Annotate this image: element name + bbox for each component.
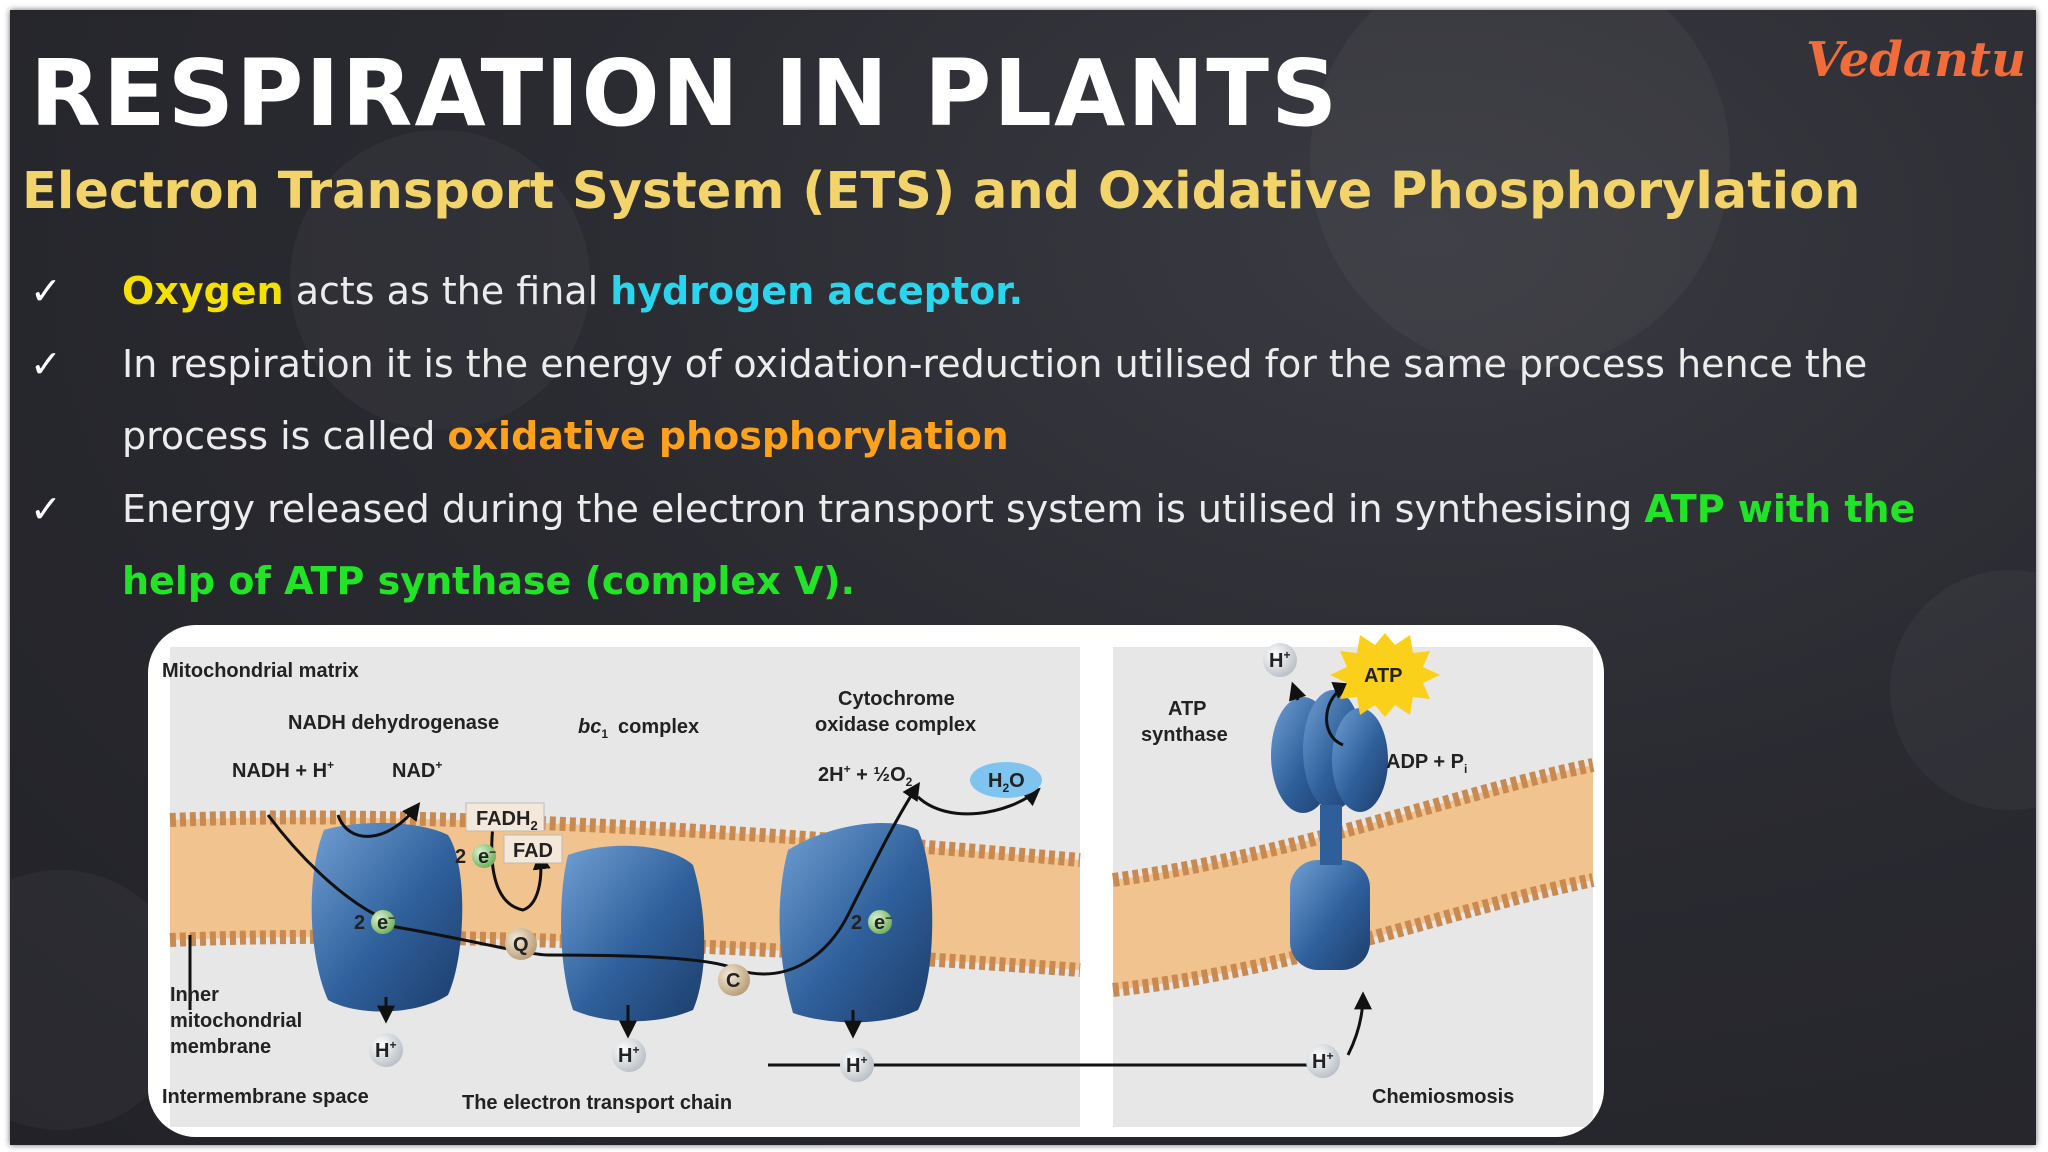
proton-out-arrow	[1289, 681, 1307, 702]
bullet-fragment: Energy released during the electron tran…	[122, 487, 1645, 531]
atp-arrow	[1325, 682, 1352, 747]
svg-text:H+: H+	[375, 1038, 396, 1062]
nadh-label: NADH + H+	[232, 758, 334, 782]
svg-text:H+: H+	[618, 1043, 639, 1067]
electron-label: e−	[377, 911, 395, 934]
atp-synthase-protein	[1271, 690, 1388, 970]
svg-text:H+: H+	[1269, 648, 1290, 672]
slide-title: RESPIRATION IN PLANTS	[30, 40, 1340, 147]
fadh2-box: FADH2	[465, 802, 545, 833]
adp-label: ADP + Pi	[1386, 751, 1467, 776]
proton-icon: H+	[1306, 1044, 1340, 1078]
bullet-keyword: oxidative phosphorylation	[447, 414, 1009, 458]
bullet-text: Oxygen acts as the final hydrogen accept…	[122, 255, 1982, 327]
check-icon: ✓	[30, 342, 62, 386]
nad-label: NAD+	[392, 758, 442, 782]
ets-caption: The electron transport chain	[462, 1092, 732, 1114]
electron-count: 2	[851, 912, 862, 934]
cytochrome-oxidase-protein	[779, 822, 933, 1023]
proton-icon: H+	[612, 1038, 646, 1072]
electron-icon	[472, 844, 496, 868]
check-icon: ✓	[30, 269, 62, 313]
nad-arrow	[336, 802, 421, 838]
proton-icon: H+	[840, 1048, 874, 1082]
intermembrane-space-label: Intermembrane space	[162, 1086, 369, 1108]
inner-membrane-label-line3: membrane	[170, 1036, 271, 1058]
ets-diagram-svg: FADH2 FAD 2 e− 2 e− 2 e− Q C H+	[162, 633, 1595, 1127]
water-icon: H2O	[970, 762, 1042, 798]
cytochrome-label-line2: oxidase complex	[815, 714, 976, 736]
ets-diagram: FADH2 FAD 2 e− 2 e− 2 e− Q C H+	[148, 625, 1604, 1137]
svg-text:H2O: H2O	[988, 770, 1025, 795]
svg-text:H+: H+	[846, 1053, 867, 1077]
nadh-dehydrogenase-label: NADH dehydrogenase	[288, 712, 499, 734]
inner-membrane-label-line2: mitochondrial	[170, 1010, 302, 1032]
electron-label: e−	[874, 911, 892, 934]
atp-label: ATP	[1364, 665, 1403, 687]
fad-label: FAD	[513, 840, 553, 862]
electron-label: e−	[478, 845, 496, 868]
slide-subtitle: Electron Transport System (ETS) and Oxid…	[22, 162, 1861, 221]
matrix-label: Mitochondrial matrix	[162, 660, 359, 682]
slide: RESPIRATION IN PLANTS Vedantu Electron T…	[10, 10, 2036, 1145]
bullet-keyword: Oxygen	[122, 269, 284, 313]
bullet-text: In respiration it is the energy of oxida…	[122, 328, 1982, 472]
bullet-fragment: In respiration it is the energy of oxida…	[122, 342, 1868, 458]
water-arrow	[916, 787, 1041, 816]
bullet-text: Energy released during the electron tran…	[122, 473, 1982, 617]
proton-return-arrow	[1346, 991, 1372, 1056]
bc1-complex-protein	[561, 845, 705, 1022]
cytochrome-c-label: C	[726, 970, 740, 992]
fadh2-label: FADH2	[476, 808, 538, 833]
bullet-keyword: hydrogen acceptor.	[610, 269, 1024, 313]
oxygen-reaction-label: 2H+ + ½O2	[818, 762, 913, 789]
inner-membrane-label-line1: Inner	[170, 984, 219, 1006]
ubiquinone-icon	[505, 928, 537, 960]
nadh-electron-arrow	[266, 814, 377, 917]
vedantu-logo: Vedantu	[1805, 32, 2026, 88]
svg-text:H+: H+	[1312, 1049, 1333, 1073]
cytochrome-c-icon	[718, 964, 750, 996]
bullet-fragment: acts as the final	[283, 269, 611, 313]
check-icon: ✓	[30, 487, 62, 531]
atp-synthase-label-line1: ATP	[1168, 698, 1207, 720]
cytochrome-label-line1: Cytochrome	[838, 688, 955, 710]
fad-box: FAD	[503, 834, 563, 864]
atp-burst-icon: ATP	[1330, 633, 1440, 717]
bullet-keyword: ATP with the help of ATP synthase (compl…	[122, 487, 1916, 603]
ubiquinone-label: Q	[513, 934, 529, 956]
electron-icon	[371, 910, 395, 934]
atp-synthase-label-line2: synthase	[1141, 724, 1228, 746]
electron-icon	[868, 910, 892, 934]
electron-count: 2	[455, 846, 466, 868]
chemiosmosis-caption: Chemiosmosis	[1372, 1086, 1514, 1108]
electron-count: 2	[354, 912, 365, 934]
proton-icon: H+	[369, 1033, 403, 1067]
proton-icon: H+	[1263, 643, 1297, 677]
